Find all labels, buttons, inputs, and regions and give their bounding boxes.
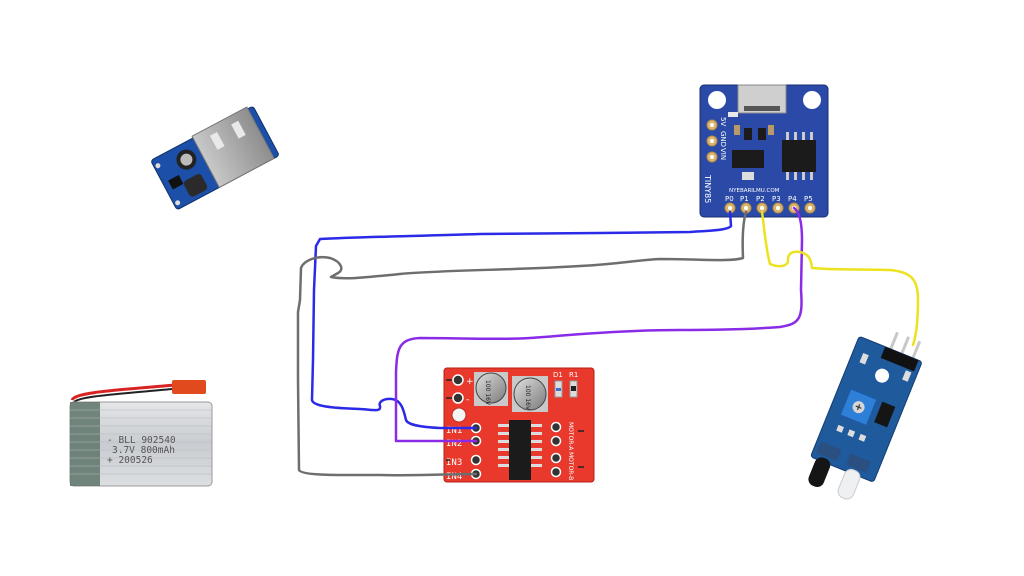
usb-port: [191, 106, 275, 189]
pad-motor-a2[interactable]: [550, 435, 562, 447]
ir-receiver-led: [808, 457, 831, 488]
svg-text:100 16V: 100 16V: [524, 385, 531, 411]
battery-label-line2: 3.7V 800mAh: [112, 445, 175, 456]
header-block: [880, 346, 919, 372]
boost-inductor: [183, 174, 208, 197]
label-plus: +: [466, 377, 474, 387]
label-in1: IN1: [446, 426, 462, 436]
battery-black-lead: [73, 388, 173, 403]
pad-vminus[interactable]: [452, 392, 464, 404]
pin-label-p2: P2: [756, 195, 765, 203]
voltage-regulator: [732, 150, 764, 168]
label-d1: D1: [553, 371, 563, 379]
label-in2: IN2: [446, 439, 462, 449]
comparator-chip: [874, 401, 896, 428]
label-minus: -: [466, 395, 469, 405]
board-label: TINY85: [703, 174, 712, 203]
jst-connector: [172, 380, 206, 394]
wire-p4-in2[interactable]: [394, 206, 804, 443]
wire-p1-in4[interactable]: [296, 210, 748, 477]
svg-text:100 16V: 100 16V: [484, 380, 491, 406]
pin-label-p1: P1: [740, 195, 749, 203]
pad-vplus[interactable]: [452, 374, 464, 386]
pin-label-p3: P3: [772, 195, 781, 203]
power-label-gnd: GND: [719, 131, 727, 147]
wire-p0-in1[interactable]: [310, 210, 733, 430]
power-label-vin: VIN: [719, 148, 727, 160]
pin-label-p0: P0: [725, 195, 734, 203]
pad-in3[interactable]: [470, 454, 482, 466]
wire-p2-ir-out[interactable]: [760, 210, 920, 347]
label-r1: R1: [569, 371, 578, 379]
capacitor-2: 100 16V: [512, 376, 548, 412]
pad-motor-a1[interactable]: [550, 421, 562, 433]
lipo-battery: - BLL 902540 3.7V 800mAh + 200526: [69, 380, 213, 487]
battery-label-line1: - BLL 902540: [107, 435, 176, 446]
driver-ic: [509, 420, 531, 480]
mount-hole: [708, 91, 726, 109]
label-motor-a: MOTOR-A: [567, 422, 574, 451]
battery-label-line3: + 200526: [107, 455, 153, 466]
attiny85-chip: [782, 140, 816, 172]
label-in3: IN3: [446, 458, 462, 468]
mount-hole: [875, 368, 890, 383]
label-in4: IN4: [446, 472, 462, 482]
ir-emitter-led: [837, 468, 861, 500]
pad-motor-b1[interactable]: [550, 452, 562, 464]
website-label: NYEBARILMU.COM: [729, 188, 780, 194]
capacitor-1: 100 16V: [474, 372, 508, 406]
mount-hole: [451, 407, 467, 423]
ir-sensor-module: [808, 331, 922, 500]
mount-hole: [803, 91, 821, 109]
power-pins: [706, 119, 718, 163]
pin-label-p5: P5: [804, 195, 813, 203]
pin-label-p4: P4: [788, 195, 797, 203]
label-motor-b: MOTOR-B: [567, 452, 574, 480]
power-label-5v: 5V: [719, 117, 727, 126]
motor-driver-board: + - 100 16V 100 16V D1 R1 IN1 IN2 IN3 IN…: [443, 367, 595, 483]
digispark-board: 5V GND VIN TINY85 NYEBARILMU.COM P0 P1 P…: [699, 84, 829, 218]
pad-motor-b2[interactable]: [550, 466, 562, 478]
boost-converter: [151, 106, 279, 210]
battery-red-lead: [70, 383, 176, 401]
